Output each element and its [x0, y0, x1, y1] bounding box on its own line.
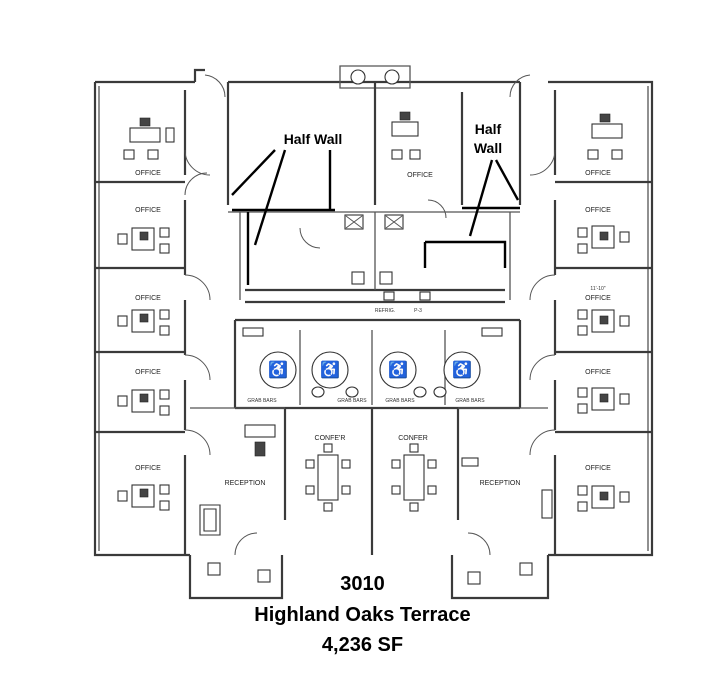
office-right-2: OFFICE — [577, 207, 630, 254]
reception-left: RECEPTION — [199, 424, 276, 583]
p3-label: P-3 — [414, 308, 422, 314]
half-wall-left-label: Half Wall — [284, 131, 343, 147]
restroom-4: ♿ GRAB BARS — [443, 351, 485, 404]
svg-text:CONFER: CONFER — [398, 435, 428, 442]
half-wall-right-label-2: Wall — [474, 140, 502, 156]
accessible-icon: ♿ — [320, 360, 340, 379]
kitchen-fixtures: REFRIG. P-3 — [344, 69, 431, 314]
office-right-1: OFFICE — [585, 113, 623, 177]
doors — [184, 74, 556, 556]
svg-text:11'-10": 11'-10" — [590, 286, 605, 292]
office-right-4: OFFICE — [577, 369, 630, 414]
restroom-3: ♿ GRAB BARS — [379, 351, 417, 404]
corridor-walls — [183, 90, 557, 555]
svg-text:GRAB BARS: GRAB BARS — [247, 398, 277, 404]
restroom-2: ♿ GRAB BARS — [311, 351, 367, 404]
office-right-3: 11'-10" OFFICE — [577, 286, 630, 336]
svg-text:RECEPTION: RECEPTION — [480, 480, 521, 487]
svg-text:GRAB BARS: GRAB BARS — [455, 398, 485, 404]
hvac-right-icon — [384, 69, 400, 85]
reception-right: RECEPTION — [461, 457, 553, 585]
building-area: 4,236 SF — [321, 634, 404, 656]
accessible-icon: ♿ — [452, 360, 472, 379]
restroom-1: ♿ GRAB BARS — [247, 351, 297, 404]
office-left-4: OFFICE — [117, 369, 170, 416]
office-left-5: OFFICE — [117, 465, 170, 511]
office-center-top: OFFICE — [391, 111, 433, 179]
svg-text:OFFICE: OFFICE — [585, 295, 611, 302]
svg-text:RECEPTION: RECEPTION — [225, 480, 266, 487]
office-right-5: OFFICE — [577, 465, 630, 512]
office-left-1: OFFICE — [123, 117, 175, 177]
conference-right: CONFER — [391, 435, 437, 512]
hvac-left-icon — [350, 69, 366, 85]
restrooms: ♿ GRAB BARS ♿ GRAB BARS ♿ GRAB BARS ♿ GR… — [242, 327, 503, 404]
accessible-icon: ♿ — [388, 360, 408, 379]
left-office-dividers — [95, 180, 652, 434]
svg-text:OFFICE: OFFICE — [585, 465, 611, 472]
exterior-walls — [93, 65, 654, 600]
half-wall-right-annotation: Half Wall — [423, 121, 520, 268]
svg-text:GRAB BARS: GRAB BARS — [337, 398, 367, 404]
svg-text:OFFICE: OFFICE — [135, 207, 161, 214]
half-wall-right-label-1: Half — [475, 121, 502, 137]
office-left-2: OFFICE — [117, 207, 170, 254]
building-street: Highland Oaks Terrace — [254, 604, 471, 626]
svg-text:GRAB BARS: GRAB BARS — [385, 398, 415, 404]
half-wall-left-annotation: Half Wall — [231, 131, 343, 285]
svg-text:OFFICE: OFFICE — [135, 369, 161, 376]
svg-text:OFFICE: OFFICE — [585, 170, 611, 177]
accessible-icon: ♿ — [268, 360, 288, 379]
conference-left: CONFE'R — [305, 435, 351, 512]
svg-text:OFFICE: OFFICE — [135, 170, 161, 177]
svg-text:OFFICE: OFFICE — [407, 172, 433, 179]
svg-text:OFFICE: OFFICE — [585, 369, 611, 376]
svg-text:OFFICE: OFFICE — [585, 207, 611, 214]
refrig-label: REFRIG. — [375, 308, 395, 314]
svg-text:OFFICE: OFFICE — [135, 465, 161, 472]
svg-text:CONFE'R: CONFE'R — [315, 435, 346, 442]
building-number: 3010 — [340, 573, 385, 595]
svg-text:OFFICE: OFFICE — [135, 295, 161, 302]
office-left-3: OFFICE — [117, 295, 170, 336]
